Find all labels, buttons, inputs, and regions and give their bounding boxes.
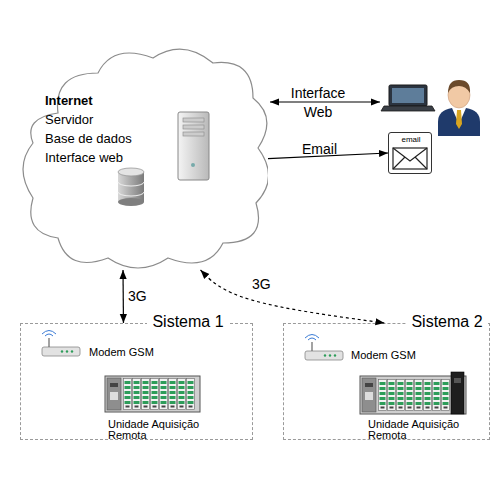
system-group: Sistema 2Modem GSMUnidade Aquisição Remo… [283, 323, 490, 440]
modem-led [61, 350, 63, 352]
io-card [379, 380, 387, 411]
link-arrow [122, 270, 124, 323]
power-switch [454, 378, 461, 383]
io-card [124, 379, 132, 410]
signal-waves [42, 331, 56, 337]
modem-body [305, 351, 343, 360]
modem-icon [42, 331, 80, 357]
rack-port [365, 392, 373, 400]
io-card [187, 379, 195, 410]
text-block: Unidade Aquisição Remota [108, 419, 222, 441]
modem-led [66, 350, 68, 352]
acquisition-rack [105, 376, 200, 412]
power-module [451, 372, 464, 414]
node-text: Base de dados [45, 129, 185, 148]
modem-led [334, 354, 336, 356]
node-text: Modem GSM [351, 349, 451, 362]
edge-label: 3G [252, 276, 271, 293]
modem-antenna [48, 338, 49, 347]
internet-cloud: InternetServidorBase de dadosInterface w… [18, 38, 268, 270]
modem-icon [305, 335, 343, 361]
io-card [406, 380, 414, 411]
node-text: Unidade Aquisição Remota [108, 419, 222, 441]
acquisition-unit: Unidade Aquisição Remota [366, 376, 484, 440]
rack-cpu [107, 378, 121, 410]
node-text: email [389, 135, 433, 145]
io-card [133, 379, 141, 410]
user-suit [438, 108, 480, 136]
text-block: email [389, 135, 433, 145]
modem-body [42, 347, 80, 356]
node-text: Interface web [45, 148, 185, 167]
io-card [160, 379, 168, 410]
edge-label: 3G [128, 288, 147, 305]
rack-cpu [362, 378, 376, 412]
text-block: InternetServidorBase de dadosInterface w… [45, 91, 185, 167]
modem-led [71, 350, 73, 352]
user-icon [438, 80, 480, 136]
modem-led [324, 354, 326, 356]
io-card [178, 379, 186, 410]
io-card [397, 380, 405, 411]
io-card [424, 380, 432, 411]
acquisition-unit: Unidade Aquisição Remota [106, 376, 224, 440]
io-card [151, 379, 159, 410]
cloud-heading: Internet [45, 91, 185, 110]
rack-frame [105, 376, 200, 412]
modem-item: Modem GSM [306, 344, 456, 370]
node-text: Sistema 1 [147, 312, 229, 332]
user-tie [456, 110, 462, 129]
text-block: Modem GSM [351, 349, 451, 362]
signal-waves [305, 335, 319, 341]
io-card [388, 380, 396, 411]
laptop-screen [389, 85, 427, 106]
arrow-label: Interface Web [281, 84, 355, 122]
rack-port [110, 383, 118, 387]
rack-port [365, 383, 373, 387]
laptop-display [392, 88, 424, 103]
io-card [169, 379, 177, 410]
io-card [442, 380, 450, 411]
laptop-base [381, 106, 435, 111]
modem-led [329, 354, 331, 356]
modem-item: Modem GSM [41, 340, 191, 366]
node-text: Servidor [45, 110, 185, 129]
rack-port [110, 392, 118, 400]
modem-antenna [311, 342, 312, 351]
cloud-shape [23, 49, 268, 268]
laptop-icon [381, 85, 435, 111]
user-face [448, 82, 470, 108]
node-text: Sistema 2 [406, 312, 488, 332]
io-card [142, 379, 150, 410]
text-block: Modem GSM [89, 346, 189, 359]
rack-frame [360, 376, 466, 414]
acquisition-rack [360, 372, 466, 414]
node-text: Unidade Aquisição Remota [368, 419, 482, 441]
edge-label: Email [302, 141, 337, 158]
text-block: Sistema 1 [147, 312, 229, 332]
user-shirt [452, 108, 466, 124]
user-hair [448, 80, 470, 93]
email-icon: email [388, 132, 432, 174]
node-text: Modem GSM [89, 346, 189, 359]
io-card [433, 380, 441, 411]
web-interface-arrow [270, 101, 380, 102]
text-block: Sistema 2 [406, 312, 488, 332]
io-card [415, 380, 423, 411]
text-block: Unidade Aquisição Remota [368, 419, 482, 441]
system-group: Sistema 1Modem GSMUnidade Aquisição Remo… [20, 323, 253, 440]
